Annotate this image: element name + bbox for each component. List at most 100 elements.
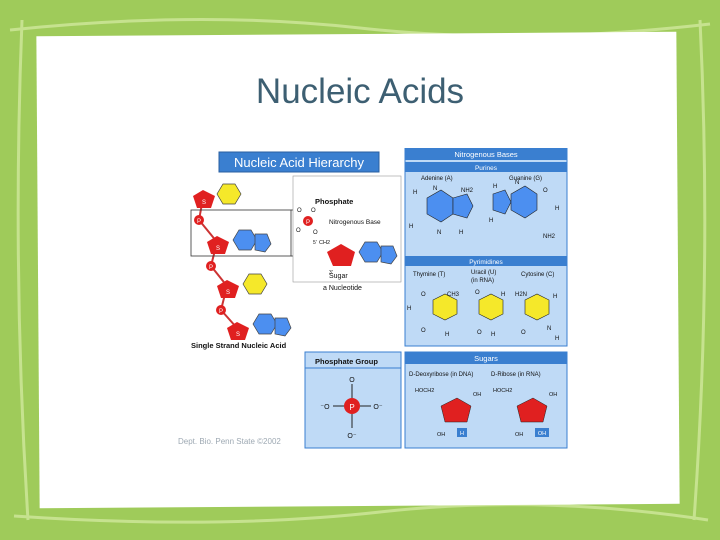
hierarchy-header-box	[218, 151, 380, 173]
svg-text:H: H	[445, 332, 449, 338]
nucleotide-base	[358, 241, 384, 263]
svg-text:O: O	[311, 208, 316, 214]
sugars-panel: Sugars D-Deoxyribose (in DNA) D-Ribose (…	[404, 351, 568, 449]
uracil-label: Uracil (U)	[471, 270, 496, 276]
svg-text:N: N	[515, 180, 519, 186]
sugar-label: Sugar	[329, 273, 348, 280]
nitrogenous-base-label: Nitrogenous Base	[329, 219, 381, 226]
phosphate-group-p	[344, 398, 360, 414]
svg-text:N: N	[437, 230, 441, 236]
ribose-oh-box	[535, 428, 549, 437]
strand-phosphate-2	[206, 261, 216, 271]
svg-text:⁻O: ⁻O	[320, 404, 330, 411]
svg-text:CH2: CH2	[319, 240, 330, 246]
strand-label: Single Strand Nucleic Acid	[191, 341, 287, 350]
svg-text:H: H	[413, 190, 417, 196]
svg-text:O⁻: O⁻	[347, 433, 356, 440]
svg-text:O: O	[421, 292, 426, 298]
pyrimidines-label: Pyrimidines	[469, 259, 503, 266]
strand-sugar-2	[207, 236, 229, 254]
phosphate-group-panel: Phosphate Group P O ⁻O O⁻ O⁻	[304, 351, 402, 449]
strand-sugar-4	[227, 322, 249, 340]
strand: S P S P S P S	[193, 183, 292, 340]
svg-text:N: N	[433, 186, 437, 192]
svg-text:O: O	[297, 208, 302, 214]
nucleotide-base-b	[380, 245, 398, 265]
svg-text:HOCH2: HOCH2	[415, 388, 434, 394]
phosphate-label: Phosphate	[315, 197, 353, 206]
bases-header: Nitrogenous Bases	[454, 150, 518, 159]
svg-text:H: H	[493, 184, 497, 190]
svg-text:OH: OH	[538, 431, 546, 437]
adenine-label: Adenine (A)	[421, 176, 453, 182]
svg-text:O: O	[477, 330, 482, 336]
svg-text:P: P	[219, 309, 223, 315]
svg-text:NH2: NH2	[543, 234, 556, 240]
svg-text:H: H	[459, 230, 463, 236]
strand-sugar-1	[193, 190, 215, 208]
svg-text:HOCH2: HOCH2	[493, 388, 512, 394]
svg-text:H: H	[555, 336, 559, 342]
slide-title: Nucleic Acids	[255, 72, 465, 111]
strand-base-1	[216, 183, 242, 205]
purines-label: Purines	[475, 165, 498, 172]
svg-text:H: H	[407, 306, 411, 312]
svg-text:P: P	[197, 219, 201, 225]
svg-text:O⁻: O⁻	[373, 404, 382, 411]
svg-text:H: H	[489, 218, 493, 224]
svg-text:H: H	[555, 206, 559, 212]
svg-text:NH2: NH2	[461, 188, 474, 194]
svg-text:H: H	[491, 332, 495, 338]
svg-text:O: O	[349, 377, 355, 384]
svg-text:OH: OH	[549, 392, 557, 398]
svg-text:H: H	[501, 292, 505, 298]
strand-base-2	[232, 229, 258, 251]
uracil-note: (in RNA)	[471, 278, 494, 284]
svg-text:H2N: H2N	[515, 292, 527, 298]
svg-text:3': 3'	[329, 270, 333, 276]
strand-phosphate-1	[194, 215, 204, 225]
svg-text:O: O	[313, 230, 318, 236]
nucleotide-detail: Phosphate O O P O O 5' CH2 Nitrogenous B…	[292, 175, 402, 292]
svg-text:S: S	[216, 246, 220, 252]
guanine-ring-6	[510, 185, 538, 219]
cytosine-ring	[524, 293, 550, 321]
strand-base-2b	[254, 233, 272, 253]
svg-text:O: O	[421, 328, 426, 334]
ribose-label: D-Ribose (in RNA)	[491, 372, 541, 378]
svg-text:H: H	[460, 431, 464, 437]
svg-text:H: H	[409, 224, 413, 230]
guanine-ring-5	[492, 189, 512, 215]
bases-panel: Nitrogenous Bases Purines Adenine (A) Gu…	[404, 148, 568, 347]
phosphate-circle	[303, 216, 313, 226]
deoxyribose-h-box	[457, 428, 467, 437]
phosphate-group-header: Phosphate Group	[315, 357, 378, 366]
nucleic-acid-figure: Nucleic Acid Hierarchy S P S P S P S Sin…	[190, 148, 568, 449]
svg-text:O: O	[521, 330, 526, 336]
sugars-header: Sugars	[474, 354, 498, 363]
svg-text:OH: OH	[437, 432, 445, 438]
strand-sugar-3	[217, 280, 239, 298]
svg-text:S: S	[226, 290, 230, 296]
nucleotide-bracket	[190, 209, 292, 257]
credit-text: Dept. Bio. Penn State ©2002	[178, 437, 281, 446]
ribose-ring	[516, 397, 548, 423]
thymine-label: Thymine (T)	[413, 272, 445, 278]
strand-base-3	[242, 273, 268, 295]
svg-text:OH: OH	[515, 432, 523, 438]
svg-text:5': 5'	[313, 240, 317, 246]
svg-text:OH: OH	[473, 392, 481, 398]
strand-base-4	[252, 313, 278, 335]
cytosine-label: Cytosine (C)	[521, 272, 554, 278]
svg-text:N: N	[547, 326, 551, 332]
nucleotide-label: a Nucleotide	[323, 285, 362, 292]
svg-text:S: S	[236, 332, 240, 338]
svg-text:H: H	[553, 294, 557, 300]
thymine-ring	[432, 293, 458, 321]
deoxyribose-ring	[440, 397, 472, 423]
strand-base-4b	[274, 317, 292, 337]
nucleotide-sugar	[327, 244, 355, 266]
svg-text:S: S	[202, 200, 206, 206]
svg-text:O: O	[475, 290, 480, 296]
strand-phosphate-3	[216, 305, 226, 315]
